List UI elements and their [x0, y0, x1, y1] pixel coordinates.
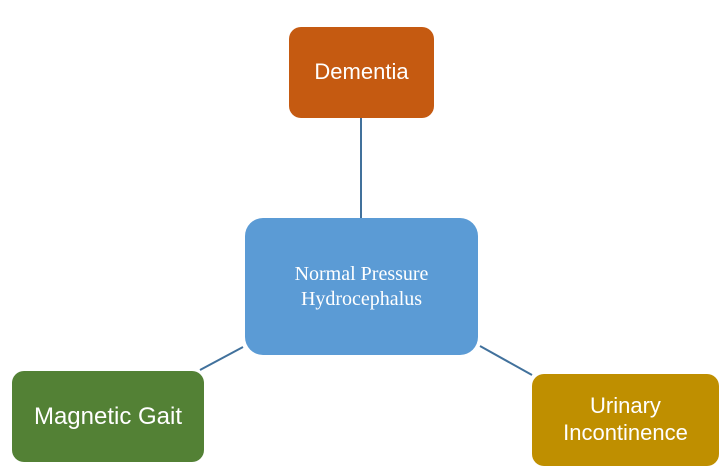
connector-center-to-urinary-incontinence — [479, 345, 533, 376]
urinary-incontinence-label: Urinary Incontinence — [563, 393, 688, 445]
magnetic-gait-node: Magnetic Gait — [12, 371, 204, 462]
connector-center-to-magnetic-gait — [199, 346, 244, 371]
normal-pressure-hydrocephalus-label: Normal Pressure Hydrocephalus — [294, 263, 429, 310]
normal-pressure-hydrocephalus-node: Normal Pressure Hydrocephalus — [245, 218, 478, 355]
dementia-node: Dementia — [289, 27, 434, 118]
urinary-incontinence-node: Urinary Incontinence — [532, 374, 719, 466]
dementia-label: Dementia — [314, 59, 409, 85]
magnetic-gait-label: Magnetic Gait — [33, 402, 183, 430]
